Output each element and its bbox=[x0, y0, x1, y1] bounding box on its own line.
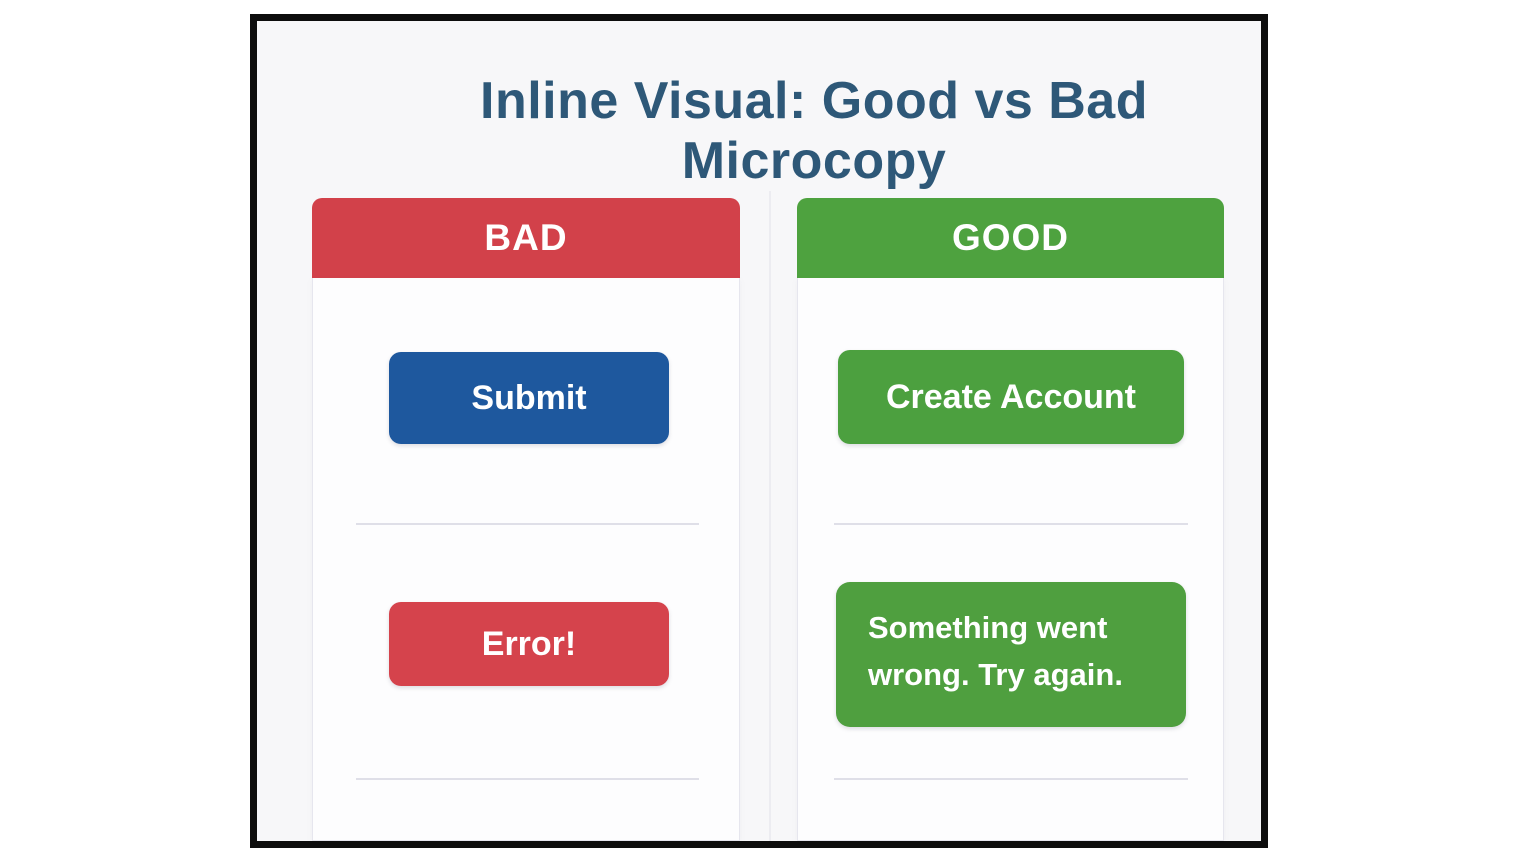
center-crease-line bbox=[769, 191, 771, 841]
good-column-body: Create Account Something went wrong. Try… bbox=[797, 278, 1224, 841]
divider bbox=[834, 523, 1188, 525]
bad-column-card: BAD Submit Error! bbox=[312, 198, 740, 841]
figure-frame: Inline Visual: Good vs Bad Microcopy BAD… bbox=[250, 14, 1268, 848]
divider bbox=[356, 523, 699, 525]
figure-title: Inline Visual: Good vs Bad Microcopy bbox=[480, 72, 1148, 190]
bad-column-header: BAD bbox=[312, 198, 740, 278]
good-column-card: GOOD Create Account Something went wrong… bbox=[797, 198, 1224, 841]
good-column-header: GOOD bbox=[797, 198, 1224, 278]
bad-column-body: Submit Error! bbox=[312, 278, 740, 841]
divider bbox=[356, 778, 699, 780]
divider bbox=[834, 778, 1188, 780]
create-account-button[interactable]: Create Account bbox=[838, 350, 1184, 444]
submit-button[interactable]: Submit bbox=[389, 352, 669, 444]
error-button[interactable]: Error! bbox=[389, 602, 669, 686]
error-message-box: Something went wrong. Try again. bbox=[836, 582, 1186, 727]
